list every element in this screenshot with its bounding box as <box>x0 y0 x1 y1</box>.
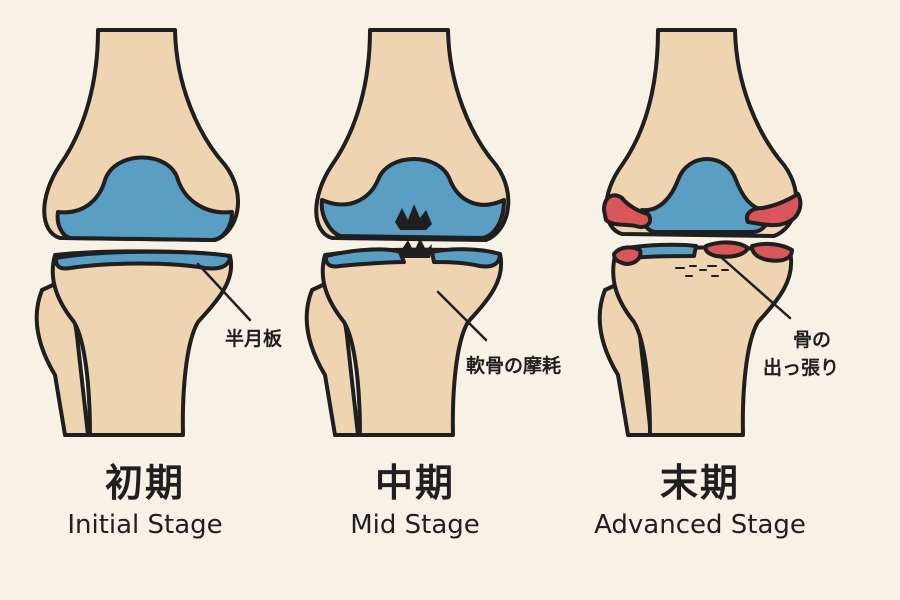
cracks-advanced <box>675 265 729 277</box>
tibia-wear-mid <box>400 238 432 258</box>
meniscus-mid <box>323 247 406 269</box>
spur-tibia-left <box>612 245 643 266</box>
pointer-meniscus <box>196 262 252 322</box>
meniscus-label: 半月板 <box>225 328 283 350</box>
femur-cartilage-mid <box>319 157 506 240</box>
stage-title-advanced-en: Advanced Stage <box>594 510 806 540</box>
bone-spur-label-line2: 出っ張り <box>763 357 840 379</box>
bone-spur-label-line1: 骨の <box>793 329 832 351</box>
spur-tibia-right <box>750 241 794 263</box>
stage-title-initial-jp: 初期 <box>104 461 185 505</box>
knee-advanced <box>597 28 803 437</box>
stage-title-advanced-jp: 末期 <box>659 461 740 505</box>
femur-mid <box>314 28 511 242</box>
spur-femur-right <box>745 192 803 228</box>
meniscus-initial <box>53 249 232 271</box>
femur-advanced <box>604 28 799 238</box>
meniscus-mid-right <box>430 247 502 269</box>
stage-title-mid-en: Mid Stage <box>350 510 480 540</box>
stage-title-initial-en: Initial Stage <box>67 510 223 540</box>
cartilage-wear-label: 軟骨の摩耗 <box>466 355 562 377</box>
femur-wear-mid <box>395 204 432 230</box>
pointer-bone-spur <box>720 256 792 320</box>
knee-mid <box>304 28 511 437</box>
spur-femur-left <box>602 193 653 229</box>
pointer-lines <box>196 256 792 342</box>
spur-tibia-mid <box>703 240 750 259</box>
pointer-cartilage-wear <box>436 290 488 342</box>
stage-title-mid-jp: 中期 <box>374 461 455 505</box>
femur-cartilage-advanced <box>639 157 772 234</box>
femur-cartilage-initial <box>55 155 234 242</box>
knee-initial <box>34 28 240 437</box>
